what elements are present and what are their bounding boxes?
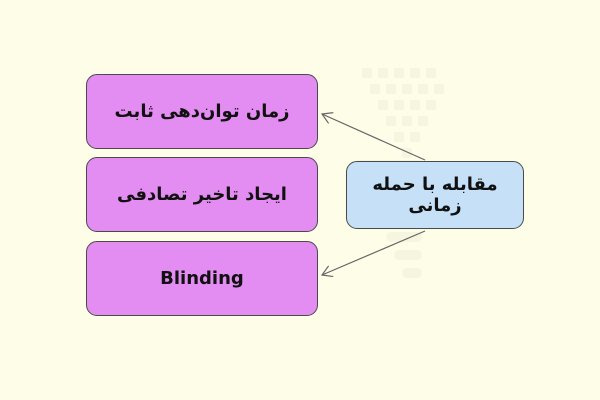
root-node-label: مقابله با حمله زمانی: [372, 174, 498, 216]
branch-node-1-label: زمان توان‌دهی ثابت: [114, 101, 290, 122]
branch-node-3: Blinding: [86, 241, 318, 316]
arrow-to-branch-1: [322, 114, 426, 161]
branch-node-3-label: Blinding: [160, 268, 244, 289]
arrow-to-branch-3: [322, 230, 426, 275]
branch-node-2-label: ایجاد تاخیر تصادفی: [117, 184, 287, 205]
root-node: مقابله با حمله زمانی: [346, 161, 524, 229]
branch-node-2: ایجاد تاخیر تصادفی: [86, 157, 318, 232]
branch-node-1: زمان توان‌دهی ثابت: [86, 74, 318, 149]
